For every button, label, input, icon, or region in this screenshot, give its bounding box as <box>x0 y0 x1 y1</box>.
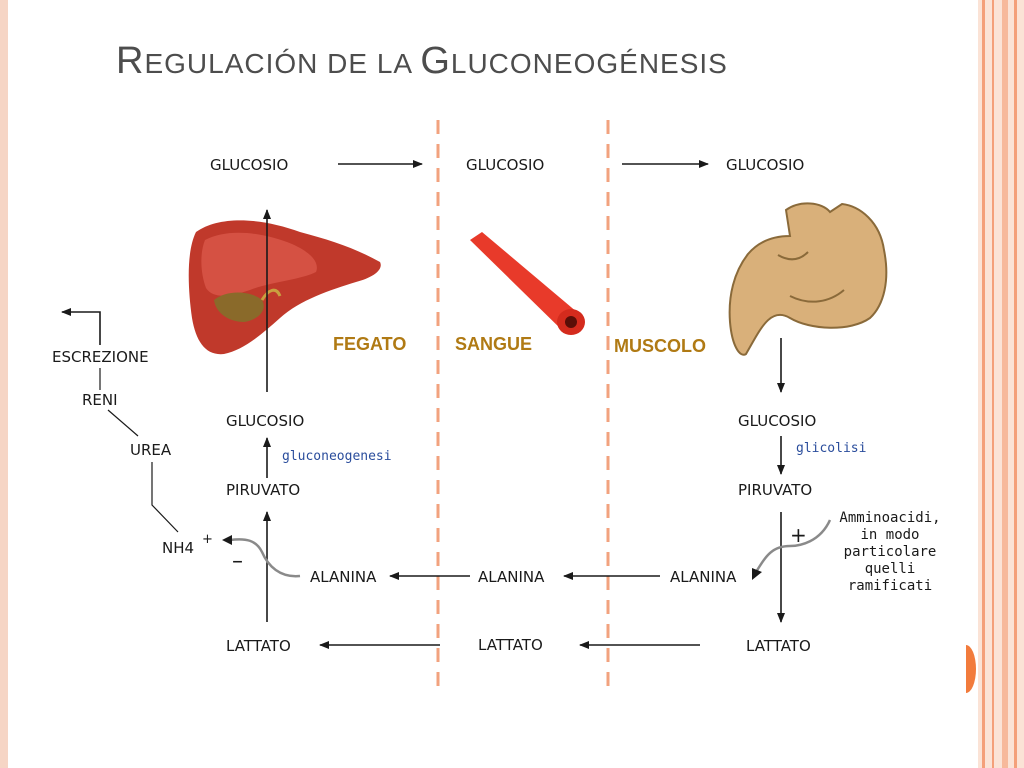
muscle-top-glucose-label: GLUCOSIO <box>726 156 804 174</box>
liver-top-glucose-label: GLUCOSIO <box>210 156 288 174</box>
kidneys-label: RENI <box>82 391 118 409</box>
arrow-excretion <box>61 308 101 345</box>
title-initial-1: R <box>116 40 145 82</box>
muscle-arm-icon <box>728 202 888 356</box>
liver-glucose-label: GLUCOSIO <box>226 412 304 430</box>
title-part-2: LUCONEOGÉNESIS <box>450 48 728 79</box>
ammonium-charge: + <box>202 532 213 547</box>
liver-alanine-label: ALANINA <box>310 568 377 586</box>
line-urea-nh4 <box>151 462 179 533</box>
blood-top-glucose-label: GLUCOSIO <box>466 156 544 174</box>
orange-tab-marker <box>966 645 976 693</box>
activation-sign: + <box>790 523 807 547</box>
right-decorative-border <box>966 0 1024 768</box>
amino-note-line-5: ramificati <box>848 578 932 594</box>
slide-left-border <box>0 0 8 768</box>
amino-acid-curve <box>754 519 832 573</box>
ammonium-label: NH4 <box>162 539 194 557</box>
muscle-alanine-label: ALANINA <box>670 568 737 586</box>
amino-note-line-1: Amminoacidi, <box>839 510 940 526</box>
blood-vessel-icon <box>470 232 585 335</box>
title-initial-2: G <box>420 40 451 82</box>
blood-alanine-label: ALANINA <box>478 568 545 586</box>
organ-label-muscle: MUSCOLO <box>614 336 706 356</box>
slide-title: REGULACIÓN DE LA GLUCONEOGÉNESIS <box>116 40 728 83</box>
muscle-lactate-label: LATTATO <box>746 637 811 655</box>
title-part-1: EGULACIÓN DE LA <box>144 48 421 79</box>
liver-icon <box>188 220 381 355</box>
muscle-pyruvate-label: PIRUVATO <box>738 481 812 499</box>
amino-acid-note: Amminoacidi, in modo particolare quelli … <box>839 510 940 594</box>
blood-lactate-label: LATTATO <box>478 636 543 654</box>
inhibition-sign: – <box>232 549 243 574</box>
gluconeogenesis-label: gluconeogenesi <box>282 449 392 464</box>
alanine-deamination-curve <box>229 538 301 578</box>
urea-label: UREA <box>130 441 172 459</box>
muscle-glucose-label: GLUCOSIO <box>738 412 816 430</box>
organ-label-liver: FEGATO <box>333 334 406 354</box>
amino-note-line-3: particolare <box>844 544 937 560</box>
organ-label-blood: SANGUE <box>455 334 532 354</box>
excretion-label: ESCREZIONE <box>52 348 149 366</box>
liver-lactate-label: LATTATO <box>226 637 291 655</box>
amino-note-line-4: quelli <box>865 561 916 577</box>
line-reni-urea <box>107 409 139 437</box>
glycolysis-label: glicolisi <box>796 441 866 456</box>
liver-pyruvate-label: PIRUVATO <box>226 481 300 499</box>
amino-note-line-2: in modo <box>860 527 919 543</box>
